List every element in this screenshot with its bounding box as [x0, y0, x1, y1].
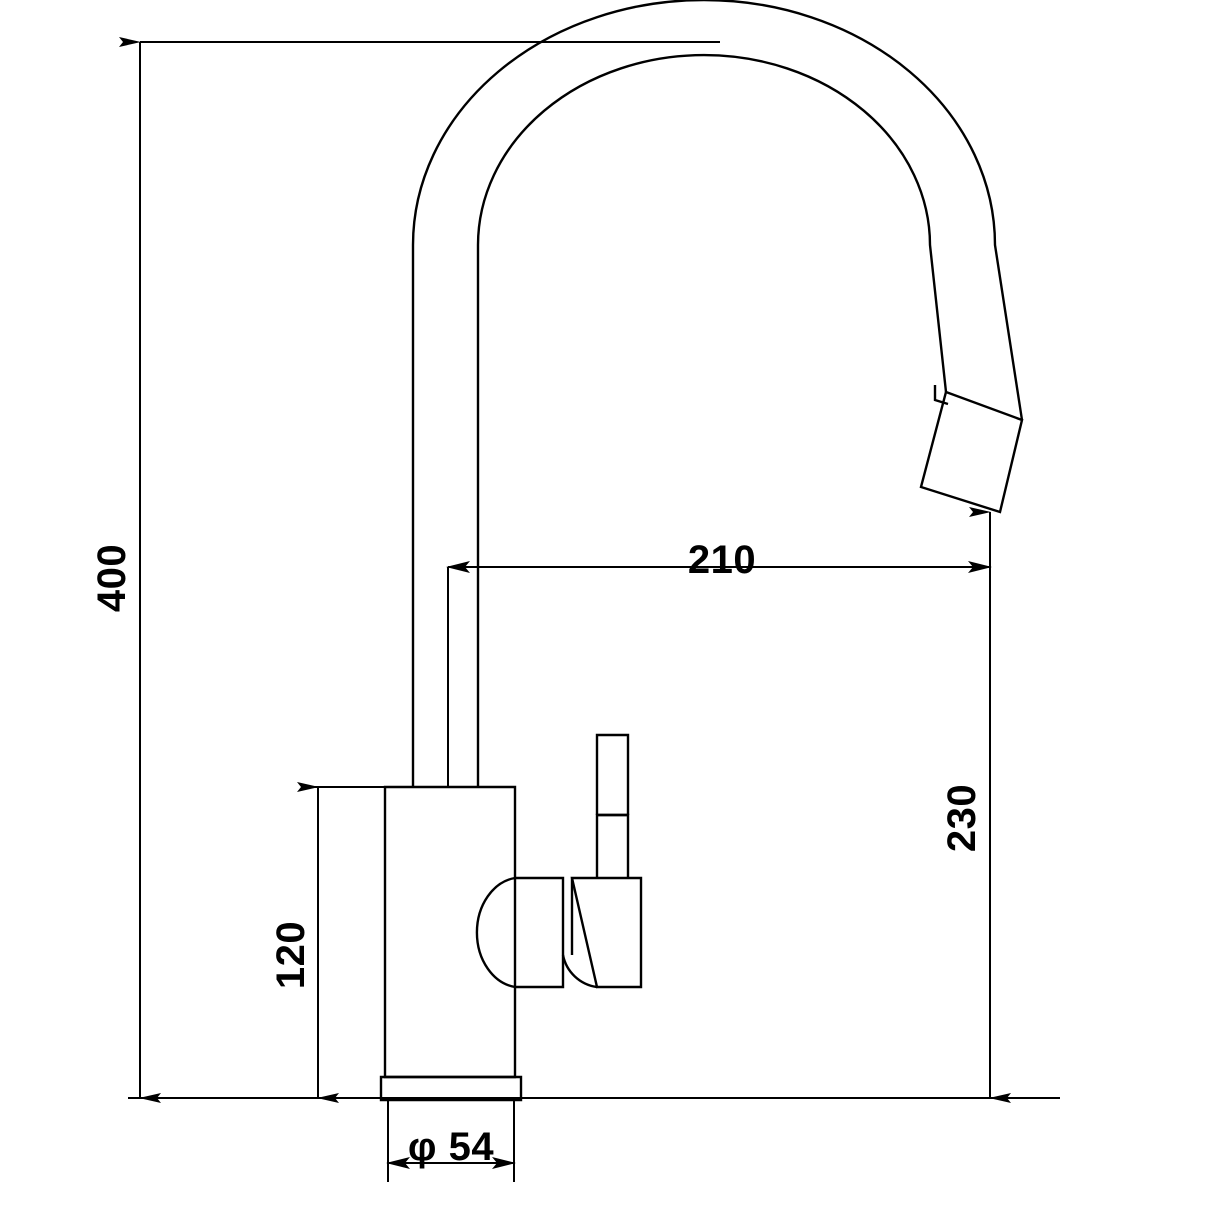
valve-body: [383, 785, 517, 1079]
spray-head-body: [919, 390, 1024, 514]
handle-lever-lower: [595, 813, 630, 878]
spray-head-notch: [933, 385, 949, 406]
dim-label-body-height: 120: [269, 921, 313, 989]
handle-lever-upper: [595, 733, 630, 815]
gooseneck-inner-wall: [476, 53, 948, 787]
handle-cam-seam: [561, 954, 598, 989]
handle-block: [570, 876, 643, 989]
dim-label-overall-height: 400: [90, 544, 134, 612]
dim-label-base-diameter: φ 54: [408, 1125, 494, 1169]
dim-label-spout-height: 230: [940, 784, 984, 852]
gooseneck-outer-wall: [411, 0, 1024, 787]
base-flange: [379, 1075, 523, 1102]
dimension-labels: 400 210 230 120 φ 54: [90, 538, 984, 1169]
handle-cam: [515, 876, 565, 989]
dim-label-spout-reach: 210: [688, 538, 756, 582]
faucet-outline: [379, 0, 1024, 1102]
dimension-lines: [119, 37, 1060, 1182]
handle-cam-arc: [475, 876, 516, 989]
